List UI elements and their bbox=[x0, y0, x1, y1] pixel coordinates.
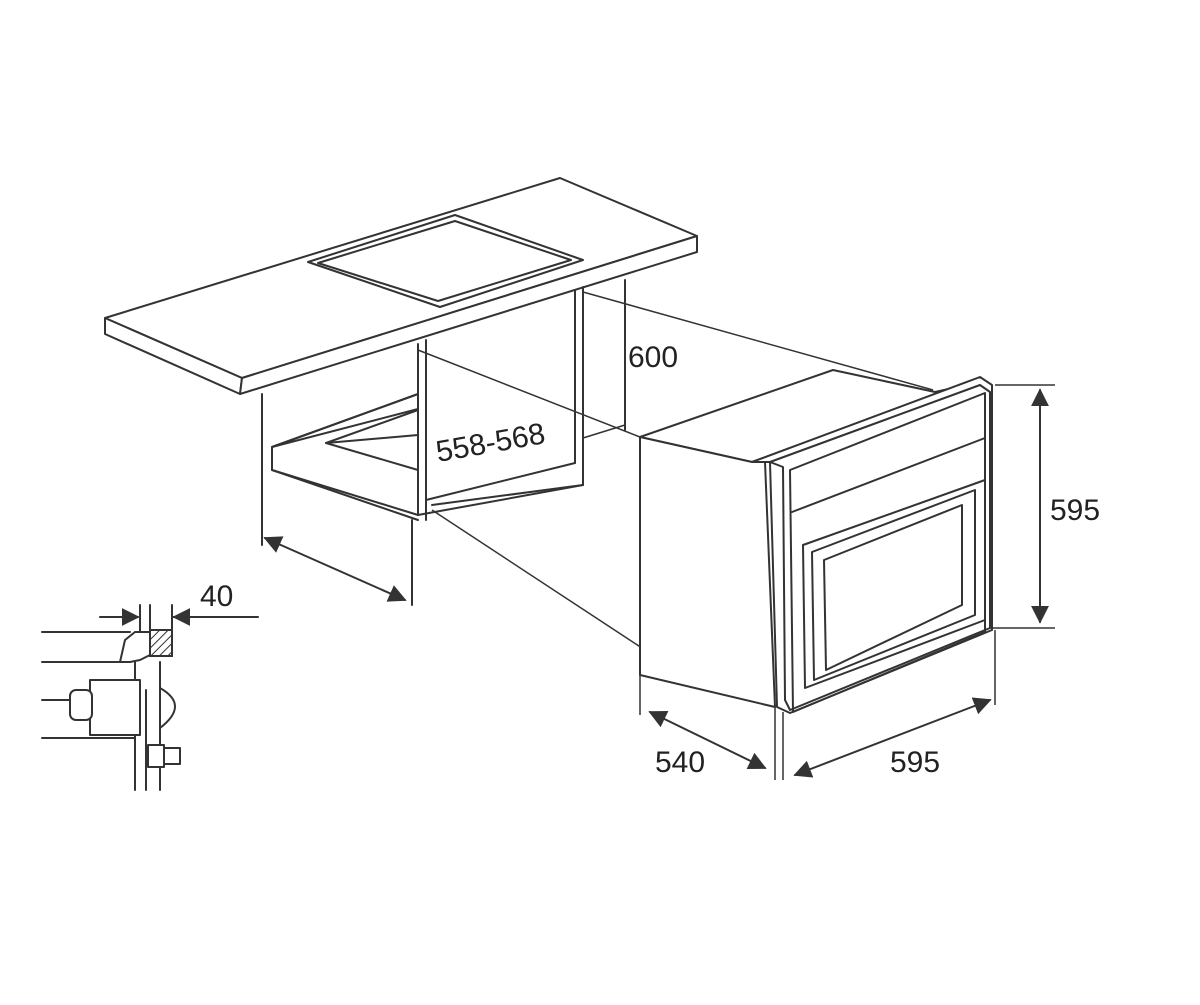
depth-cutout-label: 558-568 bbox=[433, 417, 547, 469]
countertop bbox=[104, 177, 698, 546]
oven-depth-label: 540 bbox=[655, 746, 705, 779]
oven-width-arrow bbox=[793, 697, 992, 778]
oven-width-label: 595 bbox=[890, 746, 940, 779]
oven-depth-arrow bbox=[648, 711, 767, 769]
oven bbox=[639, 369, 993, 714]
oven-height-label: 595 bbox=[1050, 494, 1100, 527]
clearance-detail bbox=[41, 604, 259, 791]
clearance-label: 40 bbox=[200, 580, 233, 613]
cabinet-cutout bbox=[271, 279, 934, 653]
height-cutout-label: 600 bbox=[628, 341, 678, 374]
dimension-lines bbox=[263, 384, 1055, 780]
cutout-width-arrow bbox=[263, 536, 407, 602]
cooktop bbox=[307, 214, 584, 308]
